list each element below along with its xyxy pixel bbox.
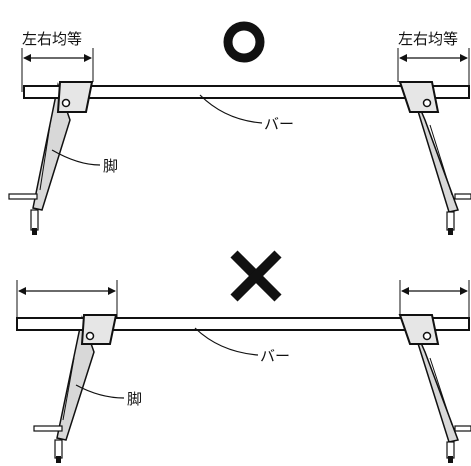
leg-leader-line-bottom xyxy=(75,384,125,399)
bar-label-bottom: バー xyxy=(260,347,290,365)
distance-right-label: 左右均等 xyxy=(398,30,458,48)
leg-label: 脚 xyxy=(103,157,118,175)
bar-label: バー xyxy=(264,115,294,133)
right-foot-bracket xyxy=(398,81,440,113)
right-foot-bracket-bottom xyxy=(398,314,440,345)
leg-leader-line xyxy=(51,149,101,166)
leg-label-bottom: 脚 xyxy=(127,390,142,408)
correct-circle-symbol xyxy=(223,21,265,63)
left-foot-bracket-bottom xyxy=(80,314,118,345)
bar-leader-line xyxy=(199,94,263,124)
incorrect-example-panel: バー 脚 xyxy=(16,250,471,463)
incorrect-cross-symbol xyxy=(230,250,282,302)
roof-bar xyxy=(23,85,470,99)
left-foot-bracket xyxy=(56,81,94,113)
correct-example-panel: 左右均等 左右均等 xyxy=(8,21,471,235)
left-leg xyxy=(8,82,71,235)
distance-left-label: 左右均等 xyxy=(22,30,82,48)
roof-bar-bottom xyxy=(16,317,470,331)
bar-leader-line-bottom xyxy=(194,327,259,356)
